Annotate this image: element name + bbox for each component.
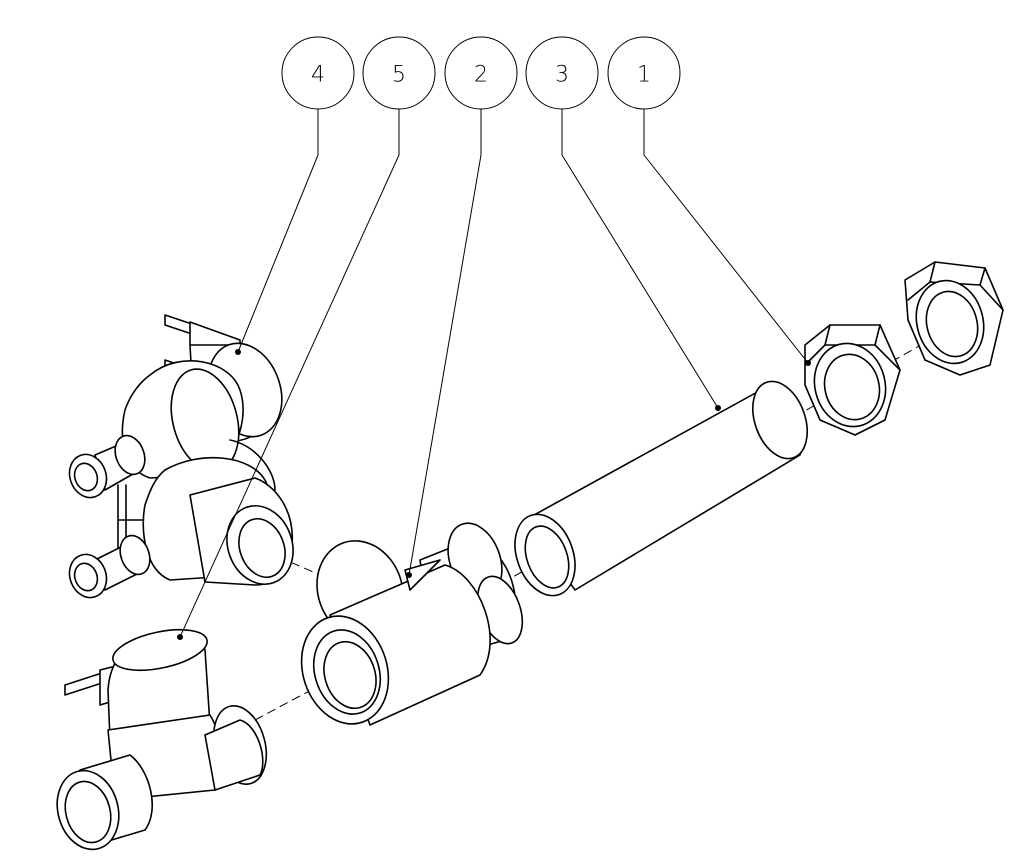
- part-2-tee-fitting: [300, 522, 524, 726]
- leader-lines: [177, 103, 811, 640]
- balloon-label: 4: [311, 63, 325, 88]
- part-4-solenoid-valve: [68, 314, 294, 599]
- balloon-4: 4: [281, 36, 355, 110]
- part-1-nuts: [804, 261, 1004, 436]
- balloon-label: 2: [474, 63, 488, 88]
- balloon-5: 5: [362, 36, 436, 110]
- part-3-tube: [514, 380, 808, 597]
- balloon-label: 5: [392, 63, 406, 88]
- balloon-1: 1: [607, 36, 681, 110]
- balloon-label: 1: [637, 63, 651, 88]
- balloon-label: 3: [555, 63, 569, 88]
- part-5-solenoid-valve: [56, 628, 268, 851]
- balloon-3: 3: [525, 36, 599, 110]
- balloon-2: 2: [444, 36, 518, 110]
